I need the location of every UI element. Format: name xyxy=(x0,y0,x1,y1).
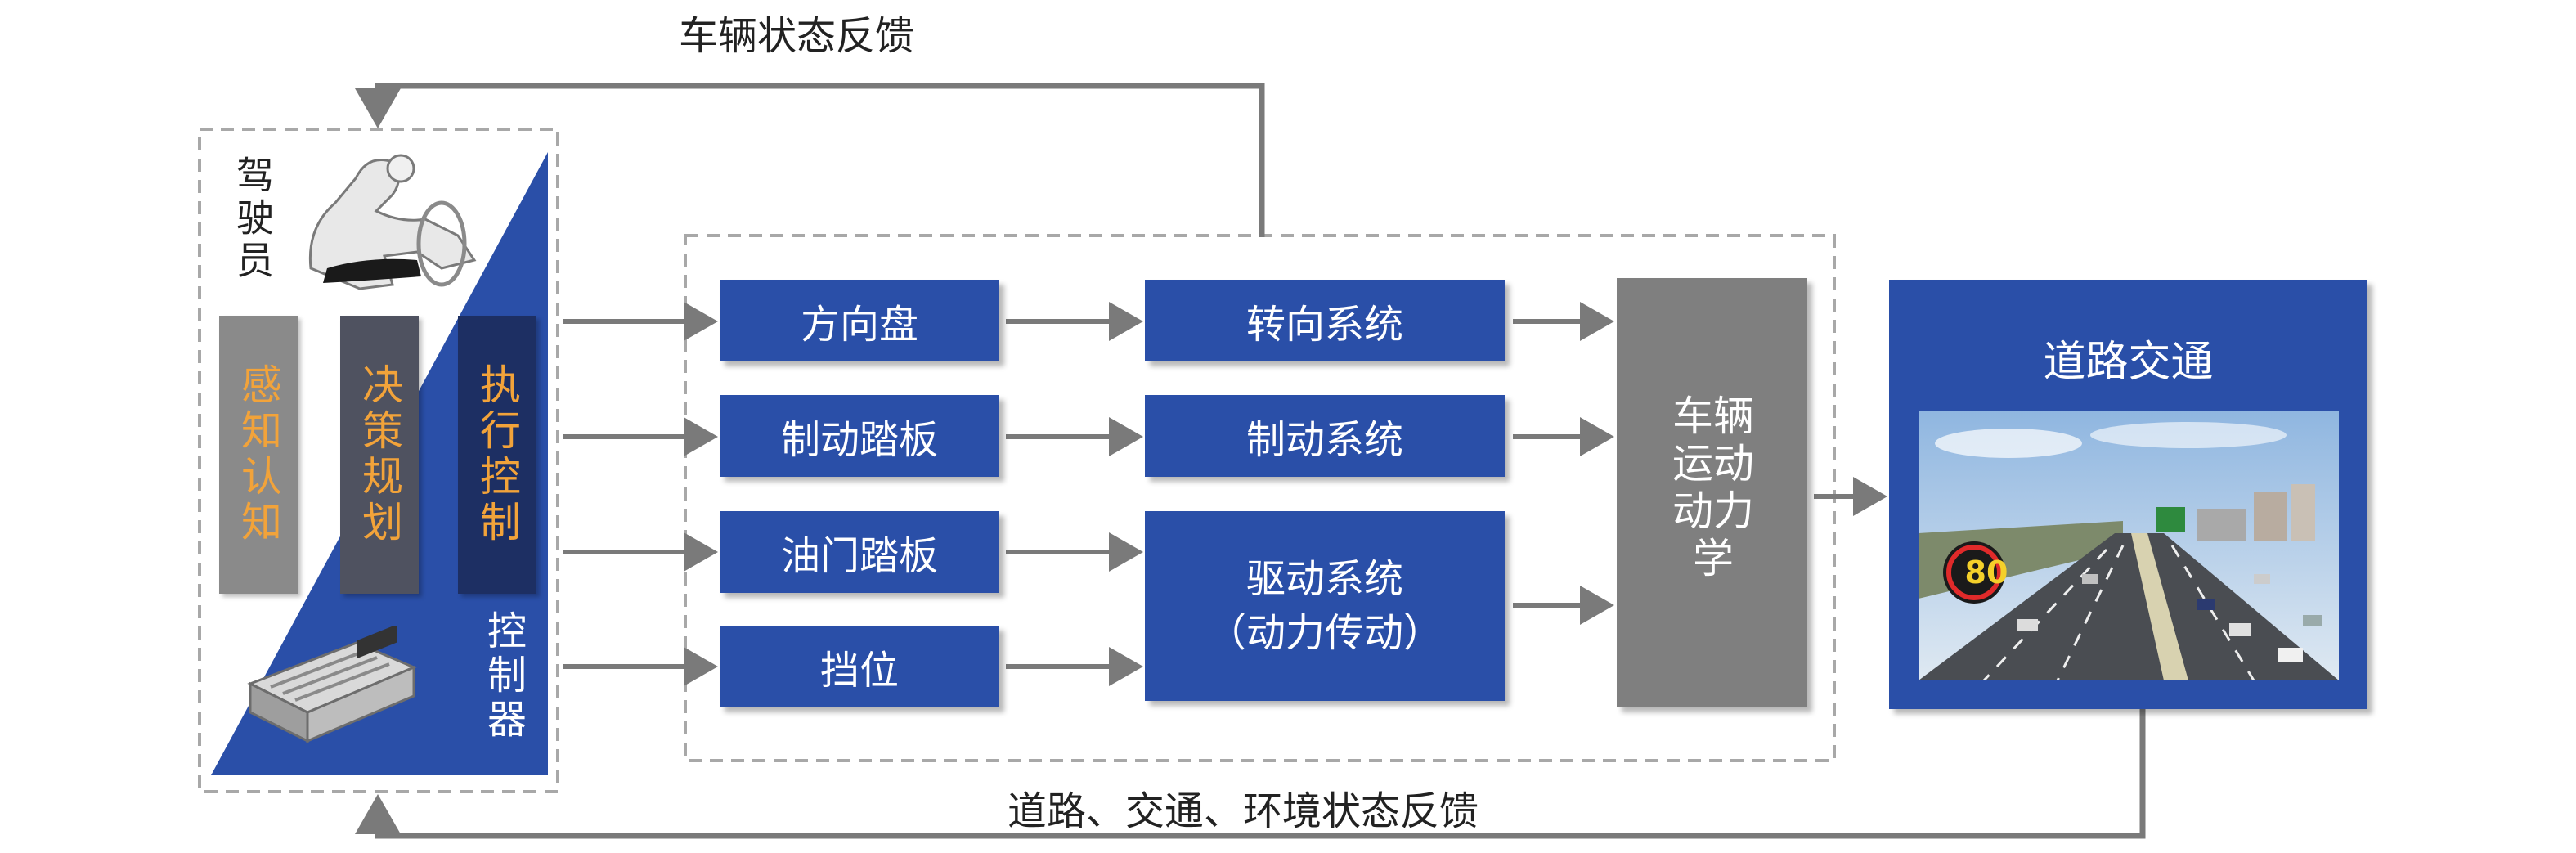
highway-photo xyxy=(1919,411,2339,680)
column-perception: 感知认知 xyxy=(219,316,298,594)
column-planning: 决策规划 xyxy=(340,316,419,594)
braking-system-box: 制动系统 xyxy=(1145,395,1505,477)
vehicle-feedback-label: 车辆状态反馈 xyxy=(679,13,915,59)
column-execution: 执行控制 xyxy=(458,316,536,594)
controller-label: 控制器 xyxy=(480,610,526,743)
steering-system-box: 转向系统 xyxy=(1145,280,1505,361)
road-feedback-label: 道路、交通、环境状态反馈 xyxy=(1008,788,1479,834)
road-traffic-title: 道路交通 xyxy=(2043,338,2214,387)
drive-system-subtitle: （动力传动） xyxy=(1206,610,1443,656)
road-traffic-panel: 道路交通 80 xyxy=(1889,280,2367,709)
driver-figure-icon xyxy=(308,154,477,290)
vehicle-feedback-arrow xyxy=(355,83,1265,237)
driver-label: 驾驶员 xyxy=(231,155,275,283)
brake-pedal-box: 制动踏板 xyxy=(720,395,999,477)
drive-system-title: 驱动系统 xyxy=(1245,556,1403,602)
ecu-device-icon xyxy=(247,626,417,743)
driver-controller-panel: 驾驶员 感知认知 决策规划 执行控制 控制器 xyxy=(211,152,548,775)
drive-system-box: 驱动系统 （动力传动） xyxy=(1145,511,1505,701)
vehicle-dynamics-label: 车辆运动动力学 xyxy=(1672,393,1754,582)
steering-wheel-box: 方向盘 xyxy=(720,280,999,361)
gear-box: 挡位 xyxy=(720,626,999,707)
driver-frame xyxy=(198,128,559,793)
road-feedback-arrow xyxy=(355,707,2146,839)
vehicle-dynamics-box: 车辆运动动力学 xyxy=(1617,278,1807,707)
speed-limit-sign-text: 80 xyxy=(1964,554,2008,590)
throttle-pedal-box: 油门踏板 xyxy=(720,511,999,593)
